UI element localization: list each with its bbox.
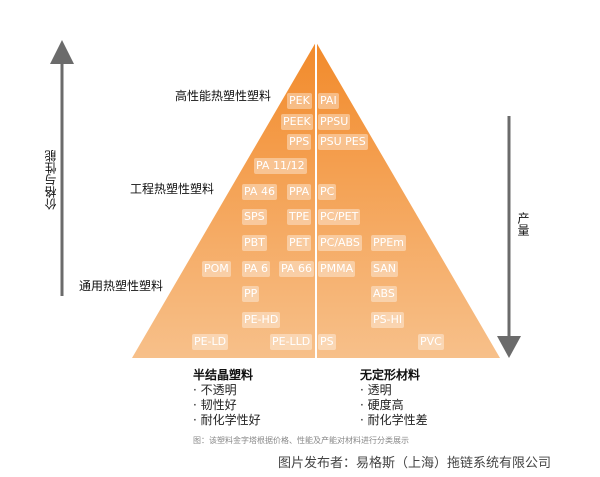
amorphous-block: 无定形材料 · 透明 · 硬度高 · 耐化学性差 bbox=[360, 366, 428, 428]
semicrystalline-item: · 韧性好 bbox=[193, 398, 237, 412]
amorphous-item: · 耐化学性差 bbox=[360, 413, 428, 427]
tier-label-general: 通用热塑性塑料 bbox=[79, 279, 164, 293]
tag-pom: POM bbox=[202, 261, 231, 277]
tag-pp: PP bbox=[242, 286, 260, 302]
semicrystalline-item: · 不透明 bbox=[193, 383, 237, 397]
tag-pet: PET bbox=[287, 235, 312, 251]
tag-pa-66: PA 66 bbox=[279, 261, 314, 277]
semicrystalline-block: 半结晶塑料 · 不透明 · 韧性好 · 耐化学性好 bbox=[193, 366, 261, 428]
tag-ps-hi: PS-HI bbox=[371, 312, 405, 328]
tag-pe-lld: PE-LLD bbox=[270, 334, 313, 350]
tag-sps: SPS bbox=[242, 209, 267, 225]
tag-peek: PEEK bbox=[281, 114, 313, 130]
tag-pa-6: PA 6 bbox=[242, 261, 270, 277]
amorphous-title: 无定形材料 bbox=[360, 368, 421, 382]
semicrystalline-item: · 耐化学性好 bbox=[193, 413, 261, 427]
tier-label-high-performance: 高性能热塑性塑料 bbox=[175, 89, 272, 103]
figure-caption: 图：该塑料金字塔根据价格、性能及产能对材料进行分类展示 bbox=[193, 436, 409, 445]
tag-pa-11-12: PA 11/12 bbox=[254, 158, 307, 174]
right-axis-label: 产量 bbox=[516, 212, 530, 236]
tag-ppem: PPEm bbox=[371, 235, 406, 251]
amorphous-item: · 硬度高 bbox=[360, 398, 404, 412]
tag-pa-46: PA 46 bbox=[242, 184, 277, 200]
tag-pc: PC bbox=[318, 184, 337, 200]
tag-ps: PS bbox=[318, 334, 336, 350]
tag-psu-pes: PSU PES bbox=[318, 134, 368, 150]
tag-san: SAN bbox=[371, 261, 398, 277]
left-axis-label: 价格与性能 bbox=[44, 150, 58, 210]
tag-pe-ld: PE-LD bbox=[192, 334, 229, 350]
tag-pai: PAI bbox=[318, 93, 339, 109]
tag-pbt: PBT bbox=[242, 235, 267, 251]
amorphous-item: · 透明 bbox=[360, 383, 392, 397]
tier-label-engineering: 工程热塑性塑料 bbox=[130, 182, 215, 196]
tag-pc-abs: PC/ABS bbox=[318, 235, 362, 251]
tag-pek: PEK bbox=[287, 93, 312, 109]
left-arrow-head bbox=[50, 40, 74, 64]
tag-ppsu: PPSU bbox=[318, 114, 351, 130]
tag-pvc: PVC bbox=[418, 334, 444, 350]
tag-pc-pet: PC/PET bbox=[318, 209, 361, 225]
tag-tpe: TPE bbox=[287, 209, 312, 225]
tag-abs: ABS bbox=[371, 286, 397, 302]
tag-pmma: PMMA bbox=[318, 261, 356, 277]
tag-pps: PPS bbox=[287, 134, 312, 150]
right-arrow-head bbox=[497, 336, 521, 358]
tag-ppa: PPA bbox=[287, 184, 312, 200]
semicrystalline-title: 半结晶塑料 bbox=[193, 368, 254, 382]
image-credit: 图片发布者：易格斯（上海）拖链系统有限公司 bbox=[278, 456, 552, 471]
tag-pe-hd: PE-HD bbox=[242, 312, 281, 328]
